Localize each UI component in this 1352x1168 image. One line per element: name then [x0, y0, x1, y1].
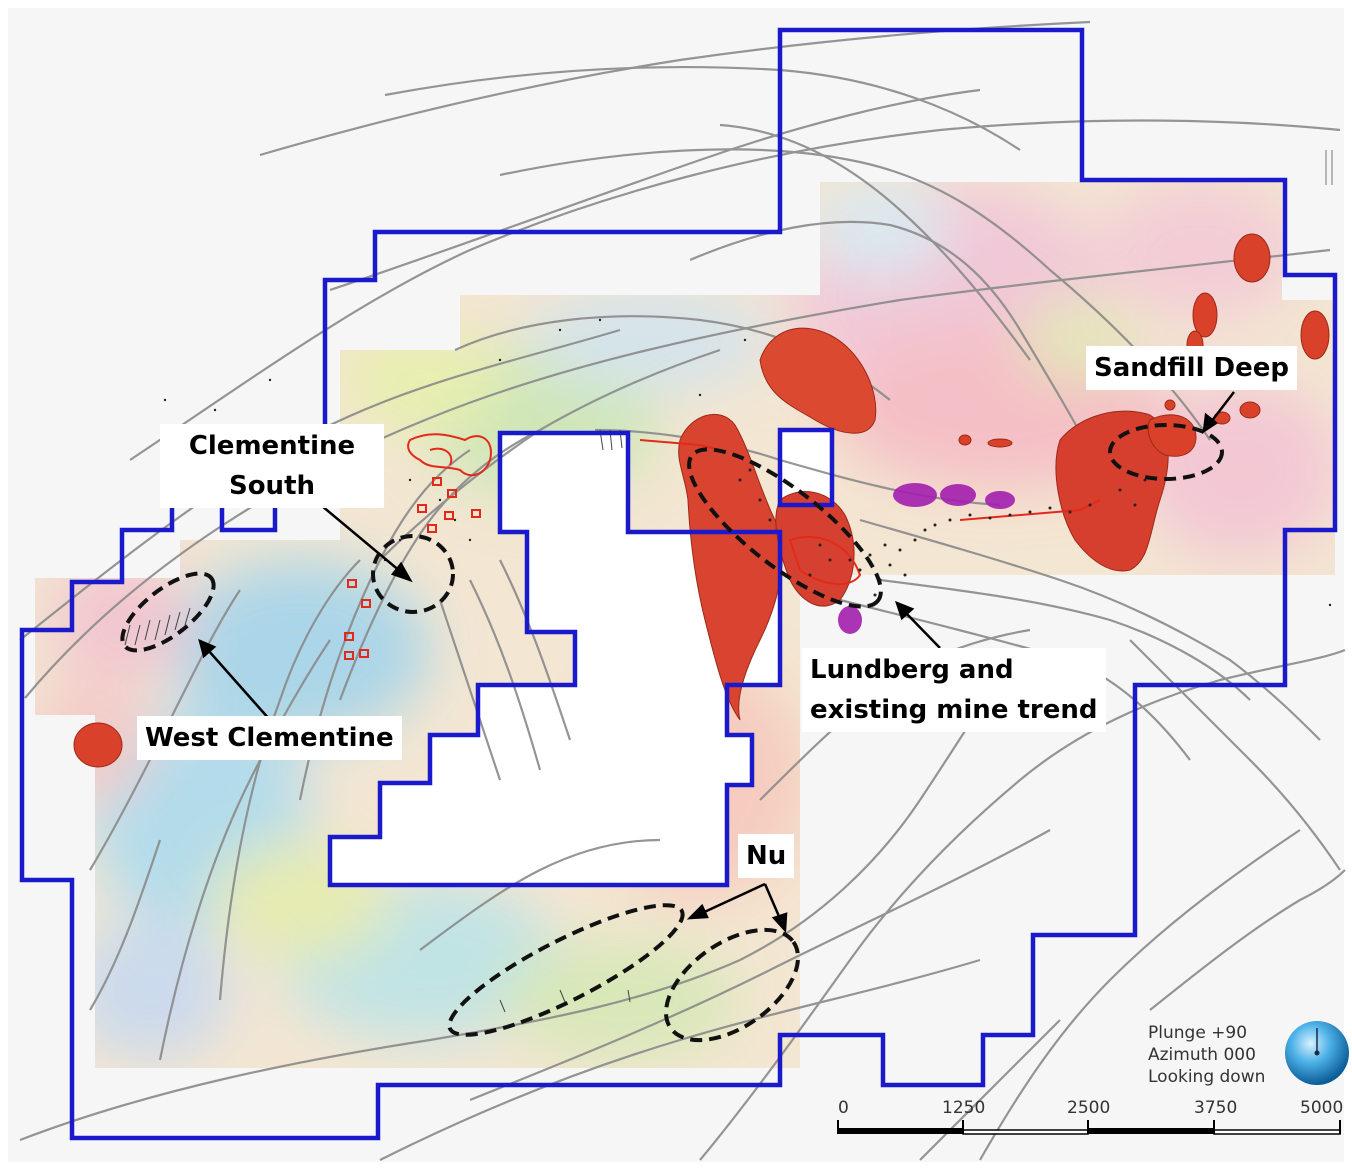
label-lundberg: Lundberg and existing mine trend	[802, 648, 1106, 732]
scale-tick-2500: 2500	[1067, 1098, 1111, 1118]
ellipse-nu-east	[664, 927, 800, 1043]
scale-tick-3750: 3750	[1194, 1098, 1238, 1118]
magenta-bodies	[838, 483, 1015, 634]
orientation-sphere-icon	[1285, 1021, 1349, 1085]
excluded-area	[330, 433, 780, 885]
scale-tick-0: 0	[838, 1098, 849, 1118]
ellipse-west-clementine	[120, 571, 216, 653]
view-azimuth: Azimuth 000	[1148, 1045, 1256, 1065]
scale-bar	[837, 1120, 1341, 1135]
tenement-boundary	[19, 27, 1338, 1141]
label-clementine-south-line2: South	[228, 471, 316, 501]
target-ellipses	[120, 423, 1224, 1043]
view-orientation: Plunge +90 Azimuth 000 Looking down	[1148, 1022, 1265, 1088]
ellipse-clementine-south	[371, 534, 455, 614]
label-sandfill-deep: Sandfill Deep	[1086, 346, 1297, 390]
ellipse-lundberg	[687, 447, 883, 609]
ellipse-sandfill-deep	[1108, 423, 1224, 481]
scale-tick-5000: 5000	[1300, 1098, 1344, 1118]
red-outline-targets	[344, 433, 1101, 660]
label-lundberg-line2: existing mine trend	[810, 695, 1098, 725]
label-clementine-south-line1: Clementine	[188, 431, 356, 461]
label-west-clementine: West Clementine	[137, 716, 402, 760]
label-nu: Nu	[738, 834, 795, 878]
ellipse-nu-west	[447, 903, 685, 1037]
edge-ticks	[1325, 150, 1333, 185]
annotation-arrows	[198, 391, 1235, 934]
tenement-boundary-inner-small	[777, 427, 835, 508]
scale-tick-1250: 1250	[942, 1098, 986, 1118]
view-plunge: Plunge +90	[1148, 1023, 1248, 1043]
mineralisation-bodies	[73, 233, 1330, 768]
view-looking: Looking down	[1148, 1067, 1266, 1087]
label-lundberg-line1: Lundberg and	[810, 655, 1014, 685]
tenement-boundary-inner	[327, 430, 783, 888]
label-clementine-south: Clementine South	[160, 424, 384, 508]
